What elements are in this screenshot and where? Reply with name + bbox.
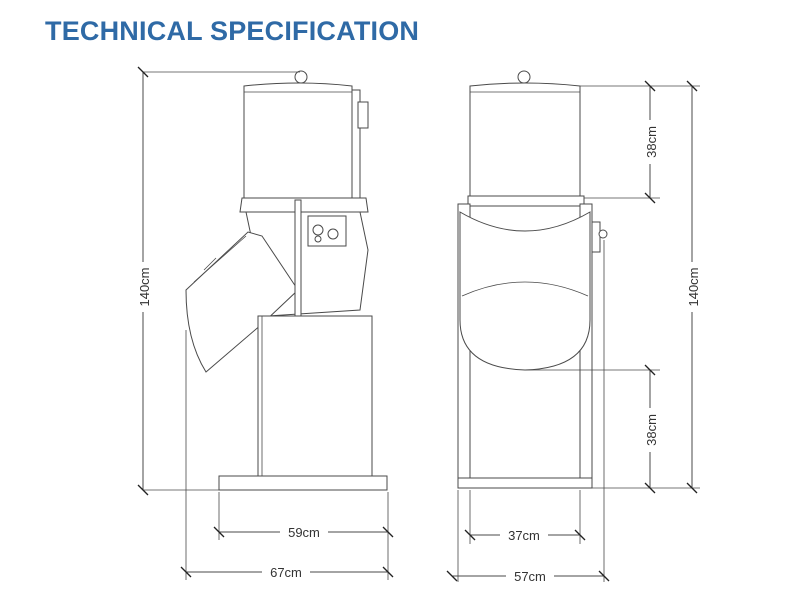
lid-knob: [294, 70, 308, 84]
side-total-width-label: 67cm: [270, 565, 302, 580]
side-height-label: 140cm: [137, 267, 152, 306]
front-bottom-height-label: 38cm: [644, 414, 659, 446]
base-cabinet: [257, 315, 373, 477]
front-total-width-label: 57cm: [514, 569, 546, 584]
side-base-width-label: 59cm: [288, 525, 320, 540]
page-title: TECHNICAL SPECIFICATION: [45, 16, 420, 46]
side-view: 140cm 59cm 67cm: [136, 66, 394, 580]
lid-knob: [517, 70, 531, 84]
discharge-chute: [185, 231, 299, 373]
front-height-label: 140cm: [686, 267, 701, 306]
drum: [469, 82, 581, 200]
front-top-height-label: 38cm: [644, 126, 659, 158]
control-knob: [312, 224, 324, 236]
bowl: [459, 211, 591, 371]
drum: [243, 82, 353, 202]
base-plate: [218, 475, 388, 491]
frame-base: [457, 477, 593, 489]
front-view: 38cm 38cm 140cm 37cm 57cm: [446, 70, 701, 584]
front-base-width-label: 37cm: [508, 528, 540, 543]
